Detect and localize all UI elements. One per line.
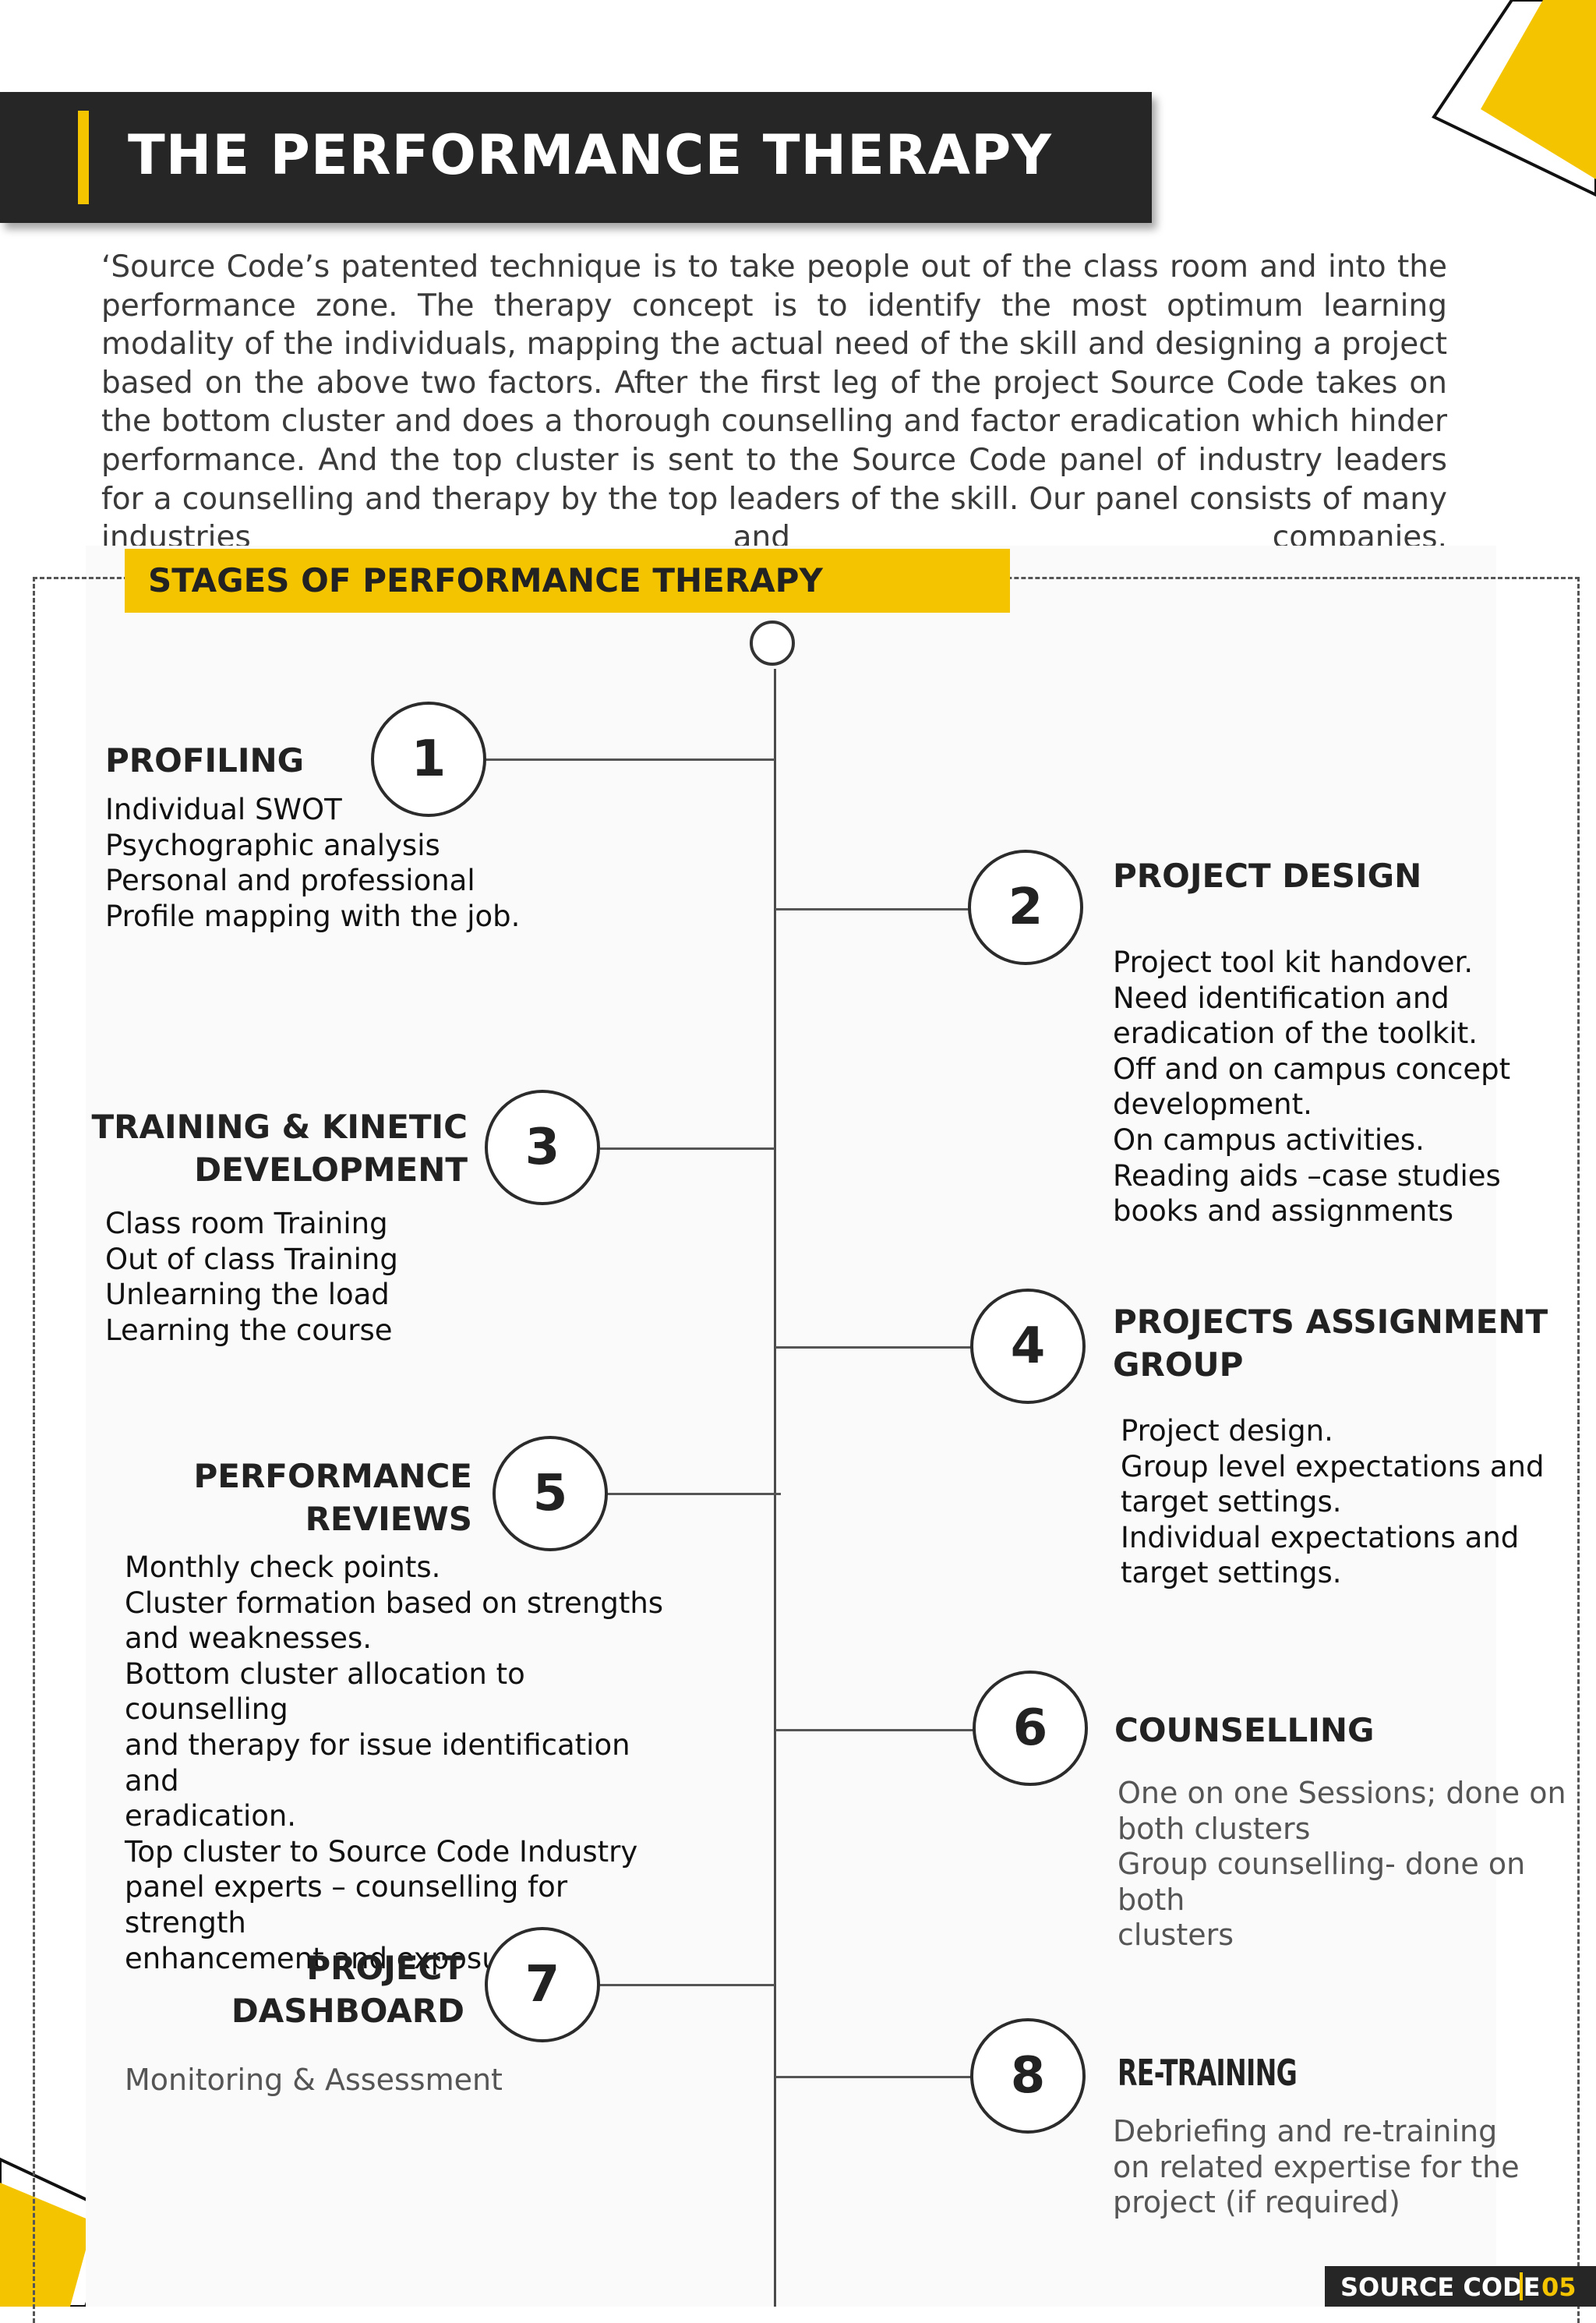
- stage-4-number: 4: [970, 1289, 1086, 1404]
- timeline-spine: [774, 669, 776, 2307]
- connector-1: [485, 758, 775, 761]
- connector-8: [775, 2076, 972, 2078]
- stage-2-number: 2: [968, 850, 1083, 965]
- stage-3-number: 3: [485, 1090, 600, 1205]
- stage-6-description: One on one Sessions; done on both cluste…: [1118, 1776, 1566, 1953]
- stage-2-description: Project tool kit handover. Need identifi…: [1113, 946, 1511, 1229]
- stage-8-number: 8: [970, 2018, 1086, 2134]
- stages-heading: STAGES OF PERFORMANCE THERAPY: [125, 549, 1010, 613]
- stage-8-description: Debriefing and re-training on related ex…: [1113, 2114, 1520, 2220]
- stage-5-description: Monthly check points. Cluster formation …: [125, 1550, 664, 1975]
- intro-paragraph: ‘Source Code’s patented technique is to …: [101, 249, 1447, 556]
- connector-6: [775, 1729, 973, 1731]
- stages-panel: [86, 546, 1496, 2307]
- stage-3-title: TRAINING & KINETIC DEVELOPMENT: [91, 1108, 468, 1189]
- connector-3: [600, 1147, 775, 1150]
- stage-2-title: PROJECT DESIGN: [1113, 857, 1422, 895]
- page-number: 05: [1541, 2272, 1577, 2302]
- connector-7: [600, 1984, 775, 1986]
- corner-decoration-top-right: [1432, 0, 1596, 197]
- stage-3-description: Class room Training Out of class Trainin…: [105, 1207, 398, 1347]
- stage-5-number: 5: [493, 1436, 608, 1551]
- stage-7-title: PROJECT DASHBOARD: [231, 1949, 464, 2030]
- stage-4-description: Project design. Group level expectations…: [1121, 1414, 1545, 1590]
- page-title: THE PERFORMANCE THERAPY: [128, 123, 1052, 187]
- title-banner: THE PERFORMANCE THERAPY: [0, 92, 1152, 223]
- connector-5: [606, 1493, 781, 1495]
- stage-6-number: 6: [973, 1671, 1088, 1786]
- stage-6-title: COUNSELLING: [1114, 1711, 1375, 1749]
- connector-4: [775, 1346, 972, 1349]
- stage-1-number: 1: [371, 702, 486, 817]
- footer-bar: SOURCE CODE 05: [1325, 2266, 1596, 2307]
- stage-4-title: PROJECTS ASSIGNMENT GROUP: [1113, 1303, 1548, 1384]
- stage-8-title: RE-TRAINING: [1118, 2052, 1298, 2094]
- stage-7-number: 7: [485, 1927, 600, 2042]
- stage-5-title: PERFORMANCE REVIEWS: [193, 1457, 472, 1538]
- stage-1-description: Individual SWOT Psychographic analysis P…: [105, 793, 521, 933]
- corner-decoration-bottom-left: [0, 2157, 119, 2307]
- footer-separator: [1520, 2272, 1523, 2300]
- title-accent-bar: [78, 111, 89, 204]
- stage-7-description: Monitoring & Assessment: [125, 2063, 503, 2097]
- connector-2: [775, 908, 970, 910]
- stage-1-title: PROFILING: [105, 741, 305, 780]
- footer-brand: SOURCE CODE: [1340, 2272, 1541, 2302]
- timeline-start-circle: [750, 621, 795, 666]
